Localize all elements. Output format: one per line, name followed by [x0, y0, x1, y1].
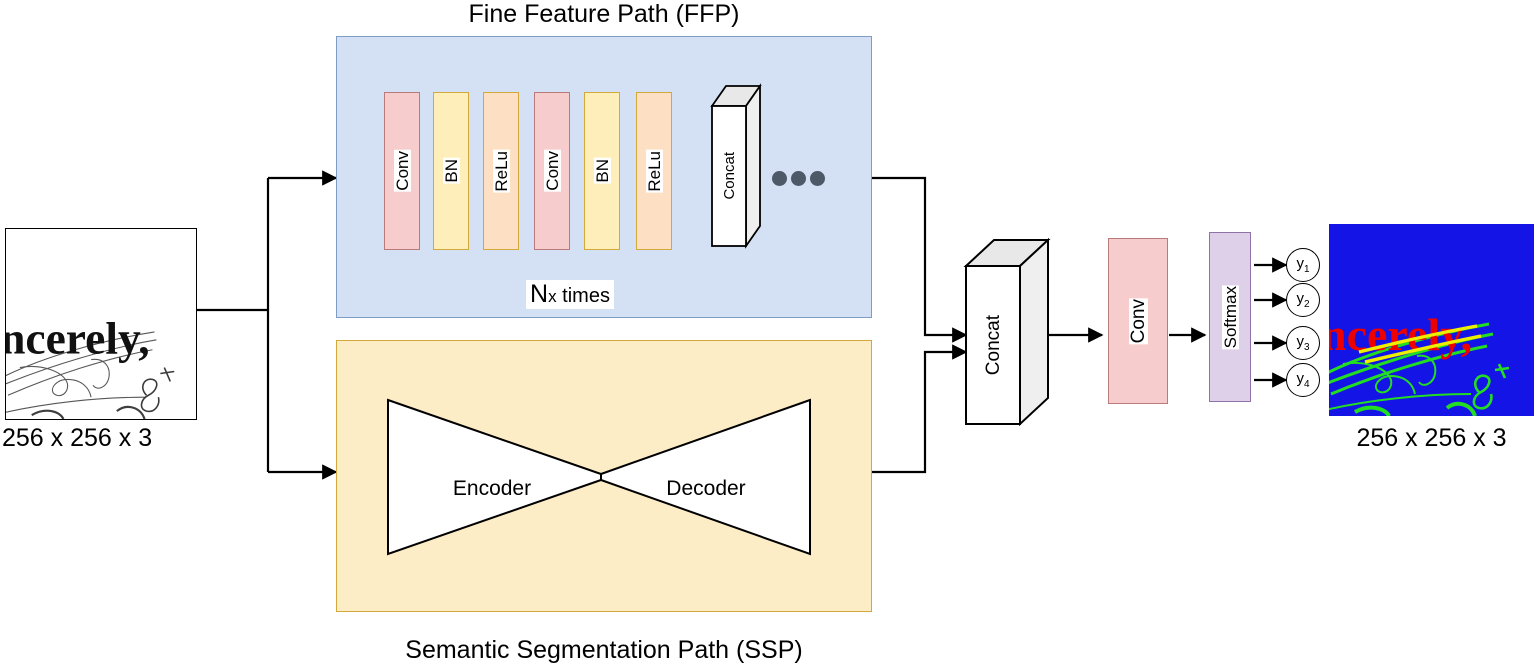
- head-concat-box: Concat: [963, 237, 1051, 428]
- repeat-subscript: x: [548, 287, 557, 306]
- ffp-block-label: BN: [592, 158, 612, 184]
- output-label: y4: [1296, 370, 1310, 390]
- ffp-block-relu-1: ReLu: [483, 92, 519, 250]
- ssp-encoder-label: Encoder: [452, 477, 532, 500]
- ffp-block-label: Conv: [542, 150, 562, 192]
- output-image: ncerely,: [1329, 224, 1534, 416]
- input-dim-label: 256 x 256 x 3: [2, 424, 153, 452]
- ssp-decoder-label: Decoder: [666, 477, 746, 500]
- ffp-concat-box: Concat: [710, 83, 762, 250]
- ffp-title: Fine Feature Path (FFP): [468, 0, 740, 28]
- output-label: y2: [1296, 290, 1310, 310]
- ssp-title: Semantic Segmentation Path (SSP): [405, 636, 803, 664]
- head-conv-block: Conv: [1108, 238, 1168, 404]
- ffp-block-label: ReLu: [491, 149, 511, 193]
- ffp-concat-label: Concat: [720, 152, 738, 200]
- head-softmax-label: Softmax: [1220, 284, 1240, 350]
- svg-text:ncerely,: ncerely,: [1329, 309, 1472, 360]
- output-node-y1: y1: [1286, 248, 1320, 282]
- ffp-block-conv-2: Conv: [534, 92, 570, 250]
- svg-text:ncerely,: ncerely,: [5, 313, 150, 364]
- output-label: y1: [1296, 255, 1310, 275]
- repeat-count: N: [530, 280, 549, 308]
- ssp-hourglass: [387, 398, 811, 556]
- ffp-block-label: BN: [441, 158, 461, 184]
- ffp-block-conv-1: Conv: [384, 92, 420, 250]
- ffp-block-label: Conv: [392, 150, 412, 192]
- head-conv-label: Conv: [1127, 297, 1149, 345]
- ellipsis-dot: [772, 171, 787, 186]
- ffp-block-bn-1: BN: [433, 92, 469, 250]
- head-concat-label: Concat: [982, 314, 1004, 376]
- ellipsis-dot: [810, 171, 825, 186]
- input-image: ncerely,: [5, 228, 197, 420]
- output-label: y3: [1296, 333, 1310, 353]
- head-softmax-block: Softmax: [1209, 232, 1251, 402]
- ffp-block-bn-2: BN: [584, 92, 620, 250]
- output-dim-label: 256 x 256 x 3: [1356, 424, 1507, 452]
- ffp-repeat-label: Nx times: [440, 280, 700, 309]
- repeat-tail: times: [556, 285, 610, 307]
- ffp-ellipsis: [772, 171, 825, 187]
- output-node-y2: y2: [1286, 283, 1320, 317]
- ellipsis-dot: [791, 171, 806, 186]
- output-node-y3: y3: [1286, 326, 1320, 360]
- ffp-block-relu-2: ReLu: [636, 92, 672, 250]
- ffp-block-label: ReLu: [644, 149, 664, 193]
- output-node-y4: y4: [1286, 363, 1320, 397]
